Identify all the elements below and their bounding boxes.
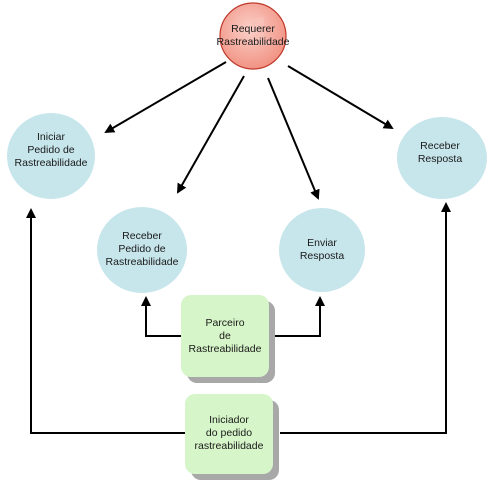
connector-iniciador-to-iniciar [26,208,188,434]
label-enviar: Enviar Resposta [299,237,345,262]
arrow-to-receber-resposta [287,65,394,130]
connector-iniciador-to-receber-resposta [280,202,451,434]
label-receber-pedido: Receber Pedido de Rastreabilidade [105,230,179,268]
connector-parceiro-to-enviar [268,296,325,337]
connector-parceiro-to-receber-pedido [141,296,182,337]
parceiro-box [181,295,269,377]
label-iniciar: Iniciar Pedido de Rastreabilidade [14,131,88,169]
iniciador-box [185,394,273,474]
arrow-to-enviar [267,77,320,200]
arrow-to-receber-pedido [177,75,245,194]
ellipse-iniciar [7,113,95,199]
ellipse-receber-resposta [397,117,487,199]
top-node-circle [219,2,287,70]
ellipse-enviar [279,208,365,292]
label-receber-resposta: Receber Resposta [417,140,463,165]
ellipse-receber-pedido [97,207,187,293]
arrow-to-iniciar [104,61,227,134]
top-node-label: Requerer Rastreabilidade [216,23,290,48]
label-iniciador: Iniciador do pedido rastreabilidade [194,414,264,452]
label-parceiro: Parceiro de Rastreabilidade [188,317,262,355]
top-node-number: 1 [248,10,272,54]
